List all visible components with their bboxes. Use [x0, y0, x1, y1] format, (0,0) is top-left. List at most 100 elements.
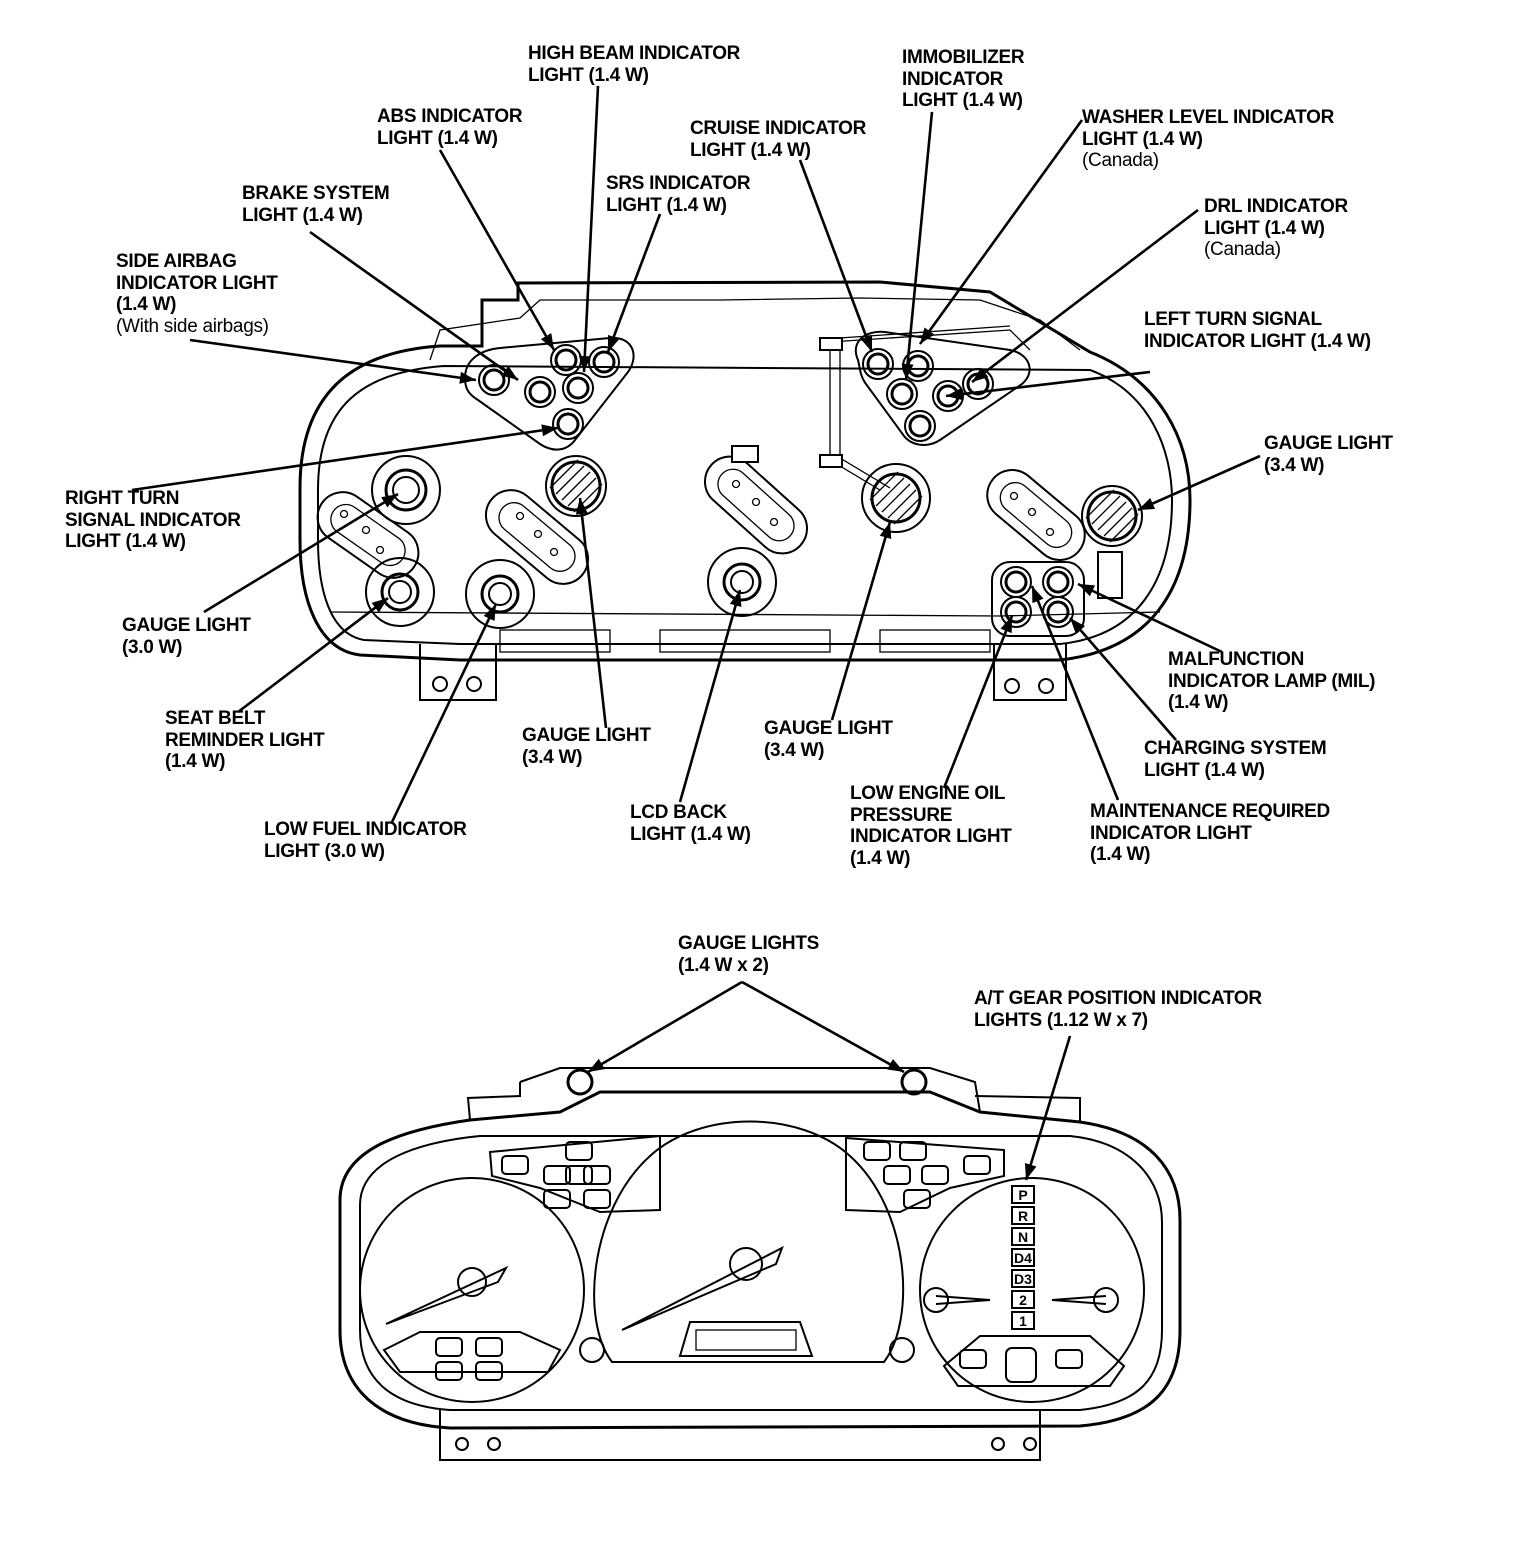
leader-left-turn: [945, 370, 1151, 398]
gear-letter: R: [1018, 1208, 1028, 1224]
gear-box: [1011, 1227, 1035, 1246]
arrowhead: [1024, 1162, 1037, 1180]
label-line: DRL INDICATOR: [1204, 196, 1348, 217]
indicator-bulb: [908, 414, 932, 438]
bulb-slot-line: [1097, 501, 1127, 531]
leader-gauge-right: [1137, 454, 1261, 512]
gear-box: [1011, 1185, 1035, 1204]
bulb-inner-ring: [388, 580, 412, 604]
indicator-tile: [565, 1141, 593, 1161]
mount-hole: [432, 676, 448, 692]
rear-housing-inner: [317, 364, 1174, 645]
label-line: LIGHTS (1.12 W x 7): [974, 1009, 1148, 1031]
arrowhead: [483, 604, 496, 622]
speedometer-dial: [593, 1120, 905, 1363]
gauge-bulb: [480, 574, 520, 614]
gear-letter: 1: [1019, 1313, 1027, 1329]
wire-harness: [829, 325, 1031, 491]
connector-slot: [659, 629, 831, 653]
bulb-sockets: [478, 344, 1074, 628]
arrowhead: [1070, 618, 1086, 635]
label-line: HIGH BEAM INDICATOR: [528, 43, 741, 64]
gear-box: [1011, 1248, 1035, 1267]
gauge-bulb-socket: [707, 547, 777, 617]
arrowhead: [729, 590, 742, 608]
label-line: SIDE AIRBAG: [116, 251, 237, 272]
arrowhead: [1032, 586, 1044, 604]
indicator-tile: [959, 1349, 987, 1369]
front-gauge-bulb: [566, 1068, 594, 1096]
mount-hole: [455, 1437, 469, 1451]
gauge-bulb-socket: [365, 557, 435, 627]
speedometer-hub: [729, 1247, 763, 1281]
arrowhead: [972, 367, 989, 382]
fuel-gauge-needle: [935, 1295, 991, 1305]
label-line: LIGHT (1.4 W): [1204, 217, 1325, 239]
indicator-tile: [435, 1361, 463, 1381]
indicator-tile: [583, 1189, 611, 1209]
mount-hole: [1038, 678, 1054, 694]
indicator-bulb: [482, 368, 506, 392]
leader-abs: [438, 149, 556, 351]
label-line: LIGHT (1.4 W): [630, 823, 751, 845]
bulb-inner-ring: [392, 476, 420, 504]
gauge-bulb-socket: [545, 455, 607, 517]
arrowhead: [608, 334, 620, 352]
label-line: GAUGE LIGHT: [764, 718, 893, 739]
left-indicator-cluster: [463, 336, 635, 451]
lcd-display: [678, 1321, 814, 1357]
tachometer-dial: [359, 1177, 585, 1403]
arrowhead: [887, 1058, 904, 1072]
gear-box: [1011, 1290, 1035, 1309]
fuel-gauge-hub: [923, 1287, 949, 1313]
indicator-bulb: [528, 380, 552, 404]
leader-gauge-left: [203, 492, 399, 614]
gauge-bulb-sockets: [365, 455, 1143, 629]
label-line: (3.4 W): [522, 746, 583, 768]
gear-letter: 2: [1019, 1292, 1027, 1308]
mount-hole: [1004, 678, 1020, 694]
left-indicator-tray: [488, 1134, 661, 1214]
label-line: SIGNAL INDICATOR: [65, 509, 241, 531]
indicator-bulb-socket: [588, 346, 620, 378]
leader-washer: [918, 119, 1084, 345]
bulb-slot-line: [549, 459, 579, 489]
gear-letter: N: [1018, 1229, 1028, 1245]
leader-charging: [1069, 617, 1177, 741]
arrowhead: [540, 333, 554, 350]
indicator-tile: [963, 1155, 991, 1175]
wire-clip: [819, 337, 843, 351]
indicator-bulb-socket: [886, 378, 918, 410]
indicator-bulb: [866, 352, 890, 376]
indicator-bulb: [566, 376, 590, 400]
bulb-slot-line: [1103, 507, 1133, 537]
gear-box: [1011, 1311, 1035, 1330]
indicator-bulb-socket: [1000, 596, 1032, 628]
arrowhead: [920, 327, 935, 344]
right-indicator-cluster: [855, 330, 1031, 446]
cluster-rear-view: [298, 280, 1192, 701]
label-line: WASHER LEVEL INDICATOR: [1082, 107, 1335, 128]
leader-gauge-center-left: [578, 497, 608, 729]
label-line: MAINTENANCE REQUIRED: [1090, 801, 1330, 822]
indicator-tile: [921, 1165, 949, 1185]
label-line: RIGHT TURN: [65, 488, 180, 509]
label-line: LIGHT (1.4 W): [242, 204, 363, 226]
arrowhead: [501, 365, 518, 380]
label-note: (Canada): [1082, 150, 1159, 171]
leader-right-turn: [131, 426, 559, 492]
dimmer-knob: [889, 1337, 915, 1363]
bulb-slot-line: [555, 465, 585, 495]
mount-hole: [466, 676, 482, 692]
arrowhead: [901, 363, 914, 380]
label-line: BRAKE SYSTEM: [242, 183, 390, 204]
